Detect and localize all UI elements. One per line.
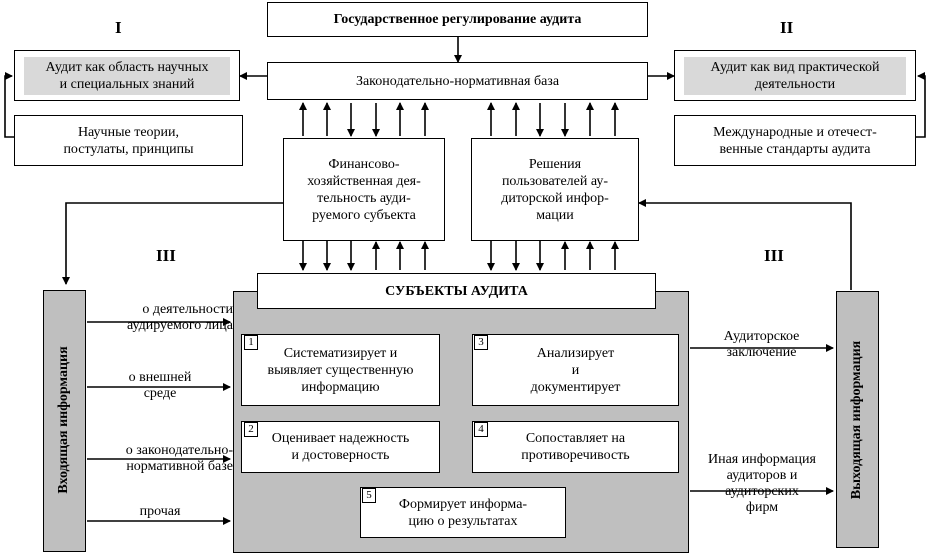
input-item-environment: о внешней среде: [128, 370, 192, 401]
task-number-3: 3: [474, 335, 488, 350]
task-box-1: Систематизирует и выявляет существенную …: [241, 334, 440, 406]
task-label-1: Систематизирует и выявляет существенную …: [267, 345, 414, 395]
input-item-activity: о деятельности аудируемого лица: [126, 302, 233, 333]
finance-activity-label: Финансово- хозяйственная дея- тельность …: [307, 156, 421, 223]
section-three-left-label: III: [156, 246, 176, 265]
task-box-3: Анализирует и документирует: [472, 334, 679, 406]
standards-label: Международные и отечест- венные стандарт…: [713, 124, 877, 157]
task-label-5: Формирует информа- цию о результатах: [398, 496, 528, 529]
section-three-right-label: III: [764, 246, 784, 265]
output-item-other: Иная информация аудиторов и аудиторских …: [707, 452, 816, 515]
subjects-title-box: СУБЪЕКТЫ АУДИТА: [257, 273, 656, 309]
output-info-bar: [836, 291, 879, 548]
input-item-other: прочая: [139, 504, 181, 519]
task-number-1: 1: [244, 335, 258, 350]
output-item-report: Аудиторское заключение: [723, 329, 800, 360]
subjects-title-label: СУБЪЕКТЫ АУДИТА: [385, 283, 528, 299]
task-number-5: 5: [362, 488, 376, 503]
task-box-4: Сопоставляет на противоречивость: [472, 421, 679, 473]
standards-box: Международные и отечест- венные стандарт…: [674, 115, 916, 166]
task-number-2: 2: [244, 422, 258, 437]
state-regulation-label: Государственное регулирование аудита: [333, 12, 582, 27]
science-area-label: Аудит как область научных и специальных …: [24, 56, 230, 95]
science-area-box: Аудит как область научных и специальных …: [14, 50, 240, 101]
input-item-legal: о законодательно- нормативной базе: [125, 443, 233, 474]
legal-base-label: Законодательно-нормативная база: [355, 73, 560, 89]
state-regulation-box: Государственное регулирование аудита: [267, 2, 648, 37]
finance-activity-box: Финансово- хозяйственная дея- тельность …: [283, 138, 445, 241]
task-label-3: Анализирует и документирует: [530, 345, 621, 395]
theories-box: Научные теории, постулаты, принципы: [14, 115, 243, 166]
section-one-label: I: [115, 18, 122, 37]
task-label-2: Оценивает надежность и достоверность: [271, 431, 410, 463]
task-box-2: Оценивает надежность и достоверность: [241, 421, 440, 473]
section-two-label: II: [780, 18, 794, 37]
input-info-bar: [43, 290, 86, 552]
practice-area-box: Аудит как вид практической деятельности: [674, 50, 916, 101]
task-label-4: Сопоставляет на противоречивость: [521, 431, 630, 463]
task-box-5: Формирует информа- цию о результатах: [360, 487, 566, 538]
practice-area-label: Аудит как вид практической деятельности: [684, 56, 906, 95]
task-number-4: 4: [474, 422, 488, 437]
user-decisions-label: Решения пользователей ау- диторской инфо…: [501, 156, 609, 223]
theories-label: Научные теории, постулаты, принципы: [63, 124, 194, 157]
user-decisions-box: Решения пользователей ау- диторской инфо…: [471, 138, 639, 241]
legal-base-box: Законодательно-нормативная база: [267, 62, 648, 100]
